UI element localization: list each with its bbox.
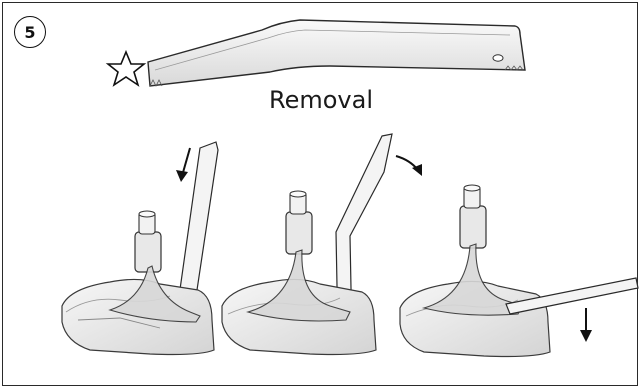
sheath-blade [148,20,525,86]
arrow-curved-icon [396,156,422,176]
arrow-down-icon [580,308,592,342]
foot-stage-2 [222,134,392,355]
foot-stage-3 [396,156,638,357]
star-icon [108,52,144,85]
foot-stage-1 [62,142,218,355]
arrow-down-icon [176,148,190,182]
